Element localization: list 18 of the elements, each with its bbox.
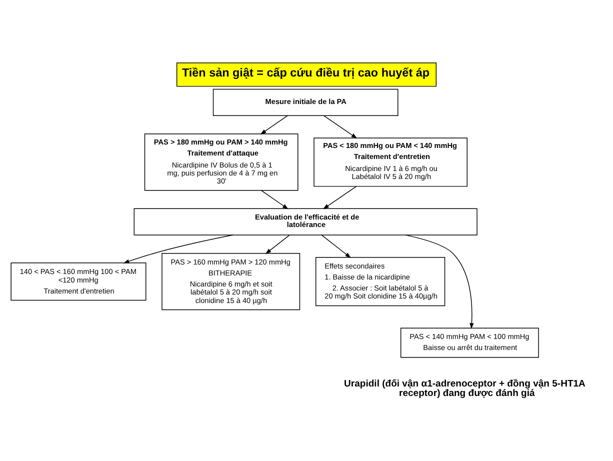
arrow: [323, 186, 357, 209]
node-box: Evaluation de l'efficacité et de latolérance: [134, 208, 478, 235]
node-box: PAS > 180 mmHg ou PAM > 140 mmHg Traitement d'attaque Nicardipine IV Bolus de 0,5 à 1 mg, puis perfusion de 4 à 7 mg en 30': [144, 133, 298, 190]
arrow: [323, 114, 358, 138]
arrow: [405, 234, 474, 328]
arrow: [321, 234, 352, 258]
node-box: Mesure initiale de la PA: [212, 88, 398, 116]
node-box: PAS < 180 mmHg ou PAM < 140 mmHg Traitement d'entretien Nicardipine IV 1 à 6 mg/h ou Labétalol IV 5 à 20 mg/h: [314, 137, 468, 186]
arrow: [260, 114, 288, 134]
arrow: [260, 190, 288, 209]
diagram-title: Tiền sản giật = cấp cứu điều trị cao huyết áp: [182, 66, 430, 80]
caption: Urapidil (đối vận α1-adrenoceptor + đồng vận 5-HT1A receptor) đang được đánh giá: [344, 378, 586, 398]
arrow: [123, 234, 234, 263]
node-box: PAS > 160 mmHg PAM > 120 mmHg BITHERAPIE Nicardipine 6 mg/h et soit labétalol 5 à 20 mg/h soit clonidine 15 à 40 µg/h: [162, 252, 300, 310]
arrow: [265, 234, 290, 254]
node-box: PAS < 140 mmHg PAM < 100 mmHg Baisse ou arrêt du traitement: [400, 327, 539, 358]
node-box: 140 < PAS < 160 mmHg 100 < PAM <120 mmHg Traitement d'entretien: [10, 262, 146, 300]
node-box: Effets secondaires 1. Baisse de la nicardipine 2. Associer : Soit labétalol 5 à 20 mg/h Soit clonidine 15 à 40µg/h: [315, 256, 446, 306]
